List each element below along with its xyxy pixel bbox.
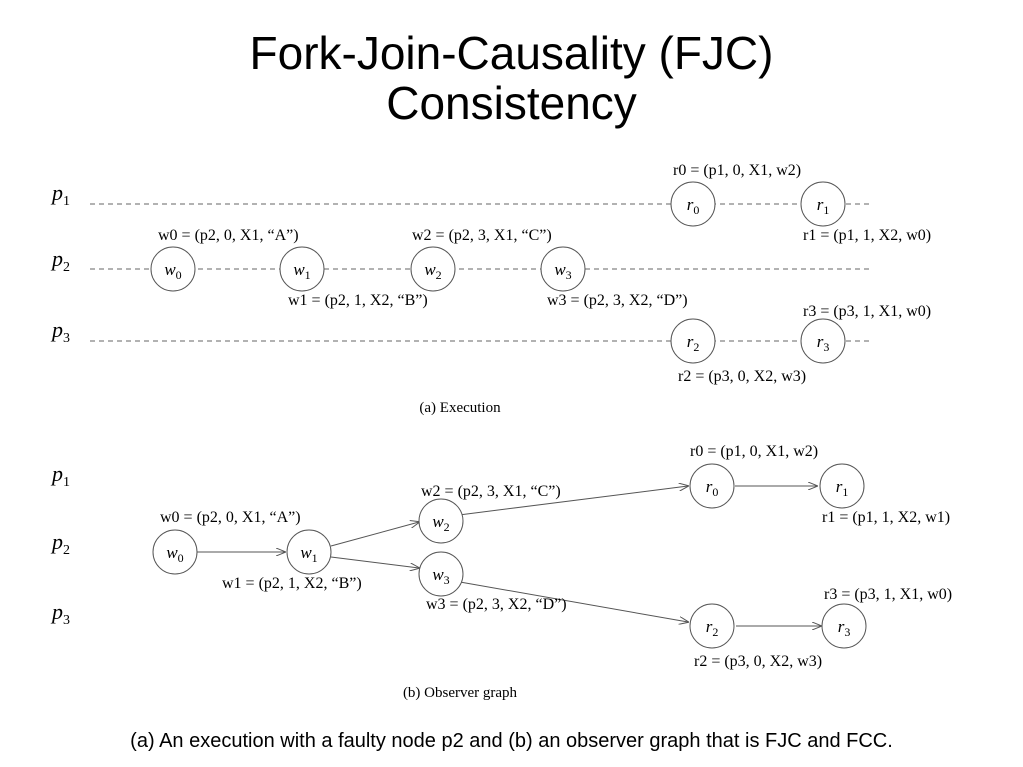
svg-text:r1: r1 bbox=[817, 195, 830, 217]
observer-edges bbox=[197, 486, 821, 626]
event-node-w0: w0 bbox=[150, 246, 196, 292]
svg-text:r2: r2 bbox=[687, 332, 700, 354]
observer-nodes: w0 w1 w2 w3 r0 r1 bbox=[152, 463, 867, 649]
node-label-r1: r1 = (p1, 1, X2, w0) bbox=[803, 227, 931, 244]
observer-process-label-p2: p2 bbox=[50, 529, 70, 558]
node-label-r3: r3 = (p3, 1, X1, w0) bbox=[803, 303, 931, 320]
svg-text:w0: w0 bbox=[166, 543, 183, 565]
observer-node-labels: w0 = (p2, 0, X1, “A”) w1 = (p2, 1, X2, “… bbox=[160, 443, 952, 670]
node-label-w3: w3 = (p2, 3, X2, “D”) bbox=[547, 292, 688, 309]
svg-text:w2: w2 bbox=[424, 260, 441, 282]
observer-process-label-p1: p1 bbox=[50, 461, 70, 490]
svg-text:r2: r2 bbox=[706, 617, 719, 639]
figure-caption: (a) An execution with a faulty node p2 a… bbox=[130, 730, 893, 752]
observer-process-label-p3: p3 bbox=[50, 599, 70, 628]
title-line-1: Fork-Join-Causality (FJC) bbox=[249, 27, 774, 79]
node-label-w0: w0 = (p2, 0, X1, “A”) bbox=[158, 227, 299, 244]
execution-node-labels: w0 = (p2, 0, X1, “A”) w1 = (p2, 1, X2, “… bbox=[158, 162, 931, 385]
observer-node-w1: w1 bbox=[286, 529, 332, 575]
slide-title: Fork-Join-Causality (FJC) Consistency bbox=[0, 28, 1023, 128]
observer-node-r1: r1 bbox=[819, 463, 865, 509]
event-node-w1: w1 bbox=[279, 246, 325, 292]
svg-text:w1: w1 bbox=[293, 260, 310, 282]
observer-label-w2: w2 = (p2, 3, X1, “C”) bbox=[421, 483, 561, 500]
observer-label-w1: w1 = (p2, 1, X2, “B”) bbox=[222, 575, 362, 592]
observer-label-r1: r1 = (p1, 1, X2, w1) bbox=[822, 509, 950, 526]
svg-text:r0: r0 bbox=[687, 195, 700, 217]
execution-subcaption: (a) Execution bbox=[419, 400, 501, 416]
observer-node-r3: r3 bbox=[821, 603, 867, 649]
observer-graph: p1 p2 p3 w0 w1 w2 bbox=[50, 443, 952, 701]
svg-text:w3: w3 bbox=[432, 565, 449, 587]
observer-process-labels: p1 p2 p3 bbox=[50, 461, 70, 628]
execution-process-labels: p1 p2 p3 bbox=[50, 180, 70, 346]
svg-text:w3: w3 bbox=[554, 260, 571, 282]
process-label-p3: p3 bbox=[50, 317, 70, 346]
title-line-2: Consistency bbox=[386, 77, 637, 129]
observer-label-r0: r0 = (p1, 0, X1, w2) bbox=[690, 443, 818, 460]
observer-node-r2: r2 bbox=[689, 603, 735, 649]
event-node-r2: r2 bbox=[670, 318, 716, 364]
fjc-diagram: p1 p2 p3 w0 w1 w2 w3 r0 bbox=[50, 162, 952, 701]
observer-node-w3: w3 bbox=[418, 551, 464, 597]
svg-text:w0: w0 bbox=[164, 260, 181, 282]
observer-node-w0: w0 bbox=[152, 529, 198, 575]
edge-w1-w2 bbox=[330, 522, 419, 547]
event-node-r3: r3 bbox=[800, 318, 846, 364]
event-node-r0: r0 bbox=[670, 181, 716, 227]
execution-diagram: p1 p2 p3 w0 w1 w2 w3 r0 bbox=[50, 162, 931, 416]
execution-nodes: w0 w1 w2 w3 r0 r1 bbox=[150, 181, 846, 364]
svg-text:r1: r1 bbox=[836, 477, 849, 499]
event-node-w3: w3 bbox=[540, 246, 586, 292]
node-label-r2: r2 = (p3, 0, X2, w3) bbox=[678, 368, 806, 385]
observer-label-r3: r3 = (p3, 1, X1, w0) bbox=[824, 586, 952, 603]
observer-label-w0: w0 = (p2, 0, X1, “A”) bbox=[160, 509, 301, 526]
edge-w2-r0 bbox=[458, 486, 688, 516]
process-label-p2: p2 bbox=[50, 246, 70, 275]
event-node-w2: w2 bbox=[410, 246, 456, 292]
svg-text:r0: r0 bbox=[706, 477, 719, 499]
node-label-r0: r0 = (p1, 0, X1, w2) bbox=[673, 162, 801, 179]
svg-text:r3: r3 bbox=[817, 332, 830, 354]
observer-node-w2: w2 bbox=[418, 498, 464, 544]
process-label-p1: p1 bbox=[50, 180, 70, 209]
event-node-r1: r1 bbox=[800, 181, 846, 227]
observer-label-w3: w3 = (p2, 3, X2, “D”) bbox=[426, 596, 567, 613]
observer-label-r2: r2 = (p3, 0, X2, w3) bbox=[694, 653, 822, 670]
node-label-w2: w2 = (p2, 3, X1, “C”) bbox=[412, 227, 552, 244]
svg-text:r3: r3 bbox=[838, 617, 851, 639]
edge-w3-r2 bbox=[459, 581, 688, 622]
svg-text:w1: w1 bbox=[300, 543, 317, 565]
execution-timelines bbox=[90, 203, 870, 342]
svg-text:w2: w2 bbox=[432, 512, 449, 534]
edge-w1-w3 bbox=[330, 556, 419, 568]
node-label-w1: w1 = (p2, 1, X2, “B”) bbox=[288, 292, 428, 309]
observer-subcaption: (b) Observer graph bbox=[403, 685, 518, 701]
observer-node-r0: r0 bbox=[689, 463, 735, 509]
